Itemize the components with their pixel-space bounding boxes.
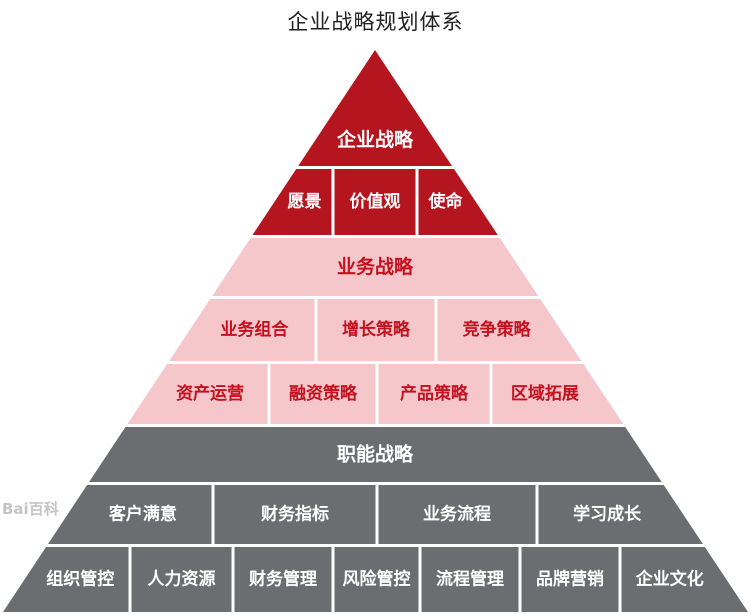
cell-divider [518,547,522,612]
corporate-strategy-heading-label: 企业战略 [336,128,414,151]
cell-divider [375,485,379,544]
functional-strategy-heading-label: 职能战略 [337,443,414,466]
cell-divider [128,547,132,612]
financing-strategy-label: 融资策略 [289,383,358,404]
regional-expansion-label: 区域拓展 [511,383,579,404]
brand-marketing-label: 品牌营销 [536,569,604,590]
cell-divider [489,364,493,424]
cell-divider [618,547,622,612]
diagram-title: 企业战略规划体系 [287,10,464,34]
product-strategy-label: 产品策略 [400,383,469,404]
asset-operation-label: 资产运营 [176,383,244,404]
financial-indicators-label: 财务指标 [260,504,329,525]
growth-strategy-label: 增长策略 [342,319,411,340]
cell-divider [211,485,215,544]
business-portfolio-label: 业务组合 [220,319,289,340]
cell-divider [331,547,335,612]
cell-divider [418,547,422,612]
cell-divider [535,485,539,544]
human-resources-label: 人力资源 [148,569,216,590]
cell-divider [434,299,438,361]
competitive-strategy-label: 竞争策略 [463,319,532,340]
mission-label: 使命 [427,191,463,212]
financial-management-label: 财务管理 [248,569,317,590]
business-process-label: 业务流程 [423,504,491,525]
corporate-culture-label: 企业文化 [635,569,704,590]
cell-divider [415,169,419,235]
cell-divider [331,169,335,235]
values-label: 价值观 [350,191,401,212]
cell-divider [231,547,235,612]
customer-satisfaction-label: 客户满意 [108,504,177,525]
business-strategy-heading-label: 业务战略 [337,255,414,278]
vision-label: 愿景 [288,192,322,212]
risk-control-label: 风险管控 [343,569,411,590]
cell-divider [375,364,379,424]
process-management-label: 流程管理 [436,569,504,590]
learning-growth-label: 学习成长 [573,504,642,525]
pyramid-band [3,547,748,612]
pyramid-band [3,427,748,482]
cell-divider [267,364,271,424]
cell-divider [314,299,318,361]
org-control-label: 组织管控 [46,569,114,590]
